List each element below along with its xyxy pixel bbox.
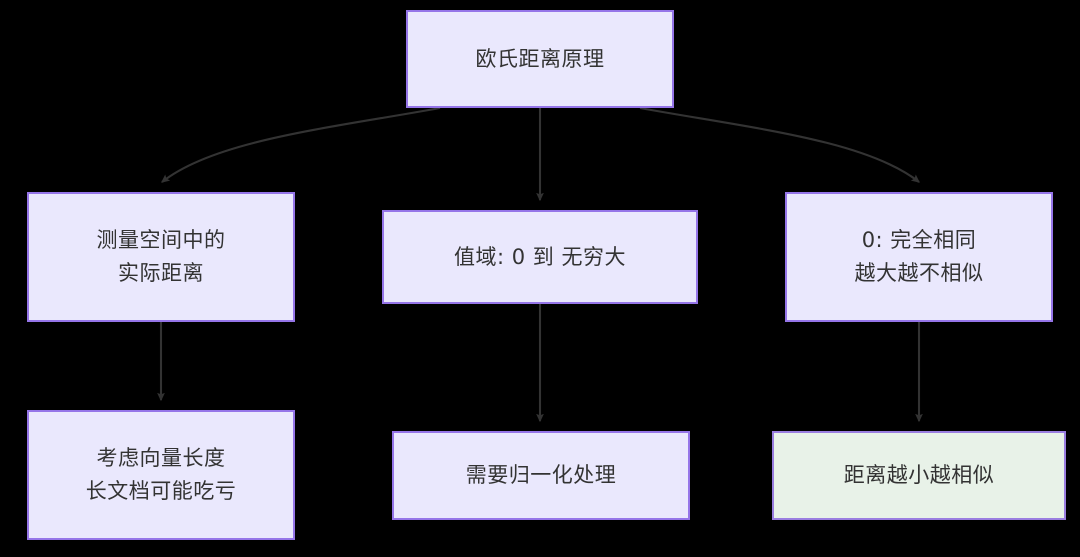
node-smaller-more-similar-label: 距离越小越相似 xyxy=(843,463,995,488)
node-vector-length-concern[interactable]: 考虑向量长度 长文档可能吃亏 xyxy=(27,410,295,540)
node-root-label: 欧氏距离原理 xyxy=(475,46,605,71)
node-needs-normalization-label: 需要归一化处理 xyxy=(465,463,617,488)
node-needs-normalization[interactable]: 需要归一化处理 xyxy=(392,431,690,520)
node-measure-actual-distance[interactable]: 测量空间中的 实际距离 xyxy=(27,192,295,322)
node-value-range[interactable]: 值域: 0 到 无穷大 xyxy=(382,210,698,304)
edge-root-to-left1 xyxy=(161,106,441,183)
node-value-range-label: 值域: 0 到 无穷大 xyxy=(454,244,626,269)
node-smaller-more-similar[interactable]: 距离越小越相似 xyxy=(772,431,1066,520)
node-zero-identical-label: 0: 完全相同 越大越不相似 xyxy=(854,228,984,285)
edge-root-to-right1 xyxy=(639,106,920,183)
node-root[interactable]: 欧氏距离原理 xyxy=(406,10,674,108)
node-vector-length-concern-label: 考虑向量长度 长文档可能吃亏 xyxy=(85,446,237,503)
node-zero-identical[interactable]: 0: 完全相同 越大越不相似 xyxy=(785,192,1053,322)
node-measure-actual-distance-label: 测量空间中的 实际距离 xyxy=(96,228,226,285)
